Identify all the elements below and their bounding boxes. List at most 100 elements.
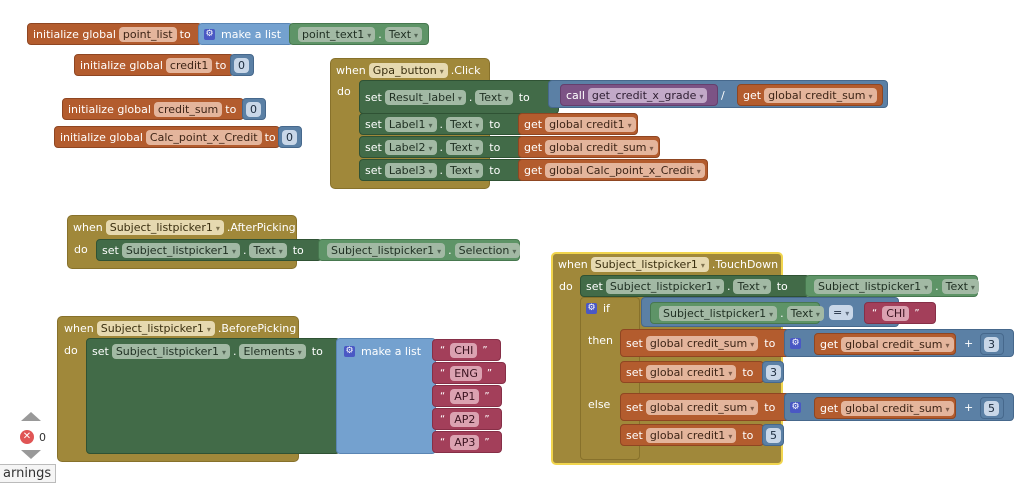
component-dropdown[interactable]: Subject_listpicker1▾ <box>814 278 933 294</box>
listpicker-text-getter[interactable]: Subject_listpicker1▾ . Text▾ <box>805 275 979 297</box>
text-item[interactable]: “AP3” <box>432 431 502 453</box>
init-global-calc-point-x-credit[interactable]: initialize global Calc_point_x_Credit to <box>54 126 280 148</box>
property-dropdown[interactable]: Text▾ <box>384 26 423 42</box>
number-block[interactable]: 5 <box>762 424 784 446</box>
var-dropdown[interactable]: global credit1▾ <box>645 364 737 380</box>
number-block[interactable]: 3 <box>762 361 784 383</box>
property-dropdown[interactable]: Text▾ <box>786 305 824 321</box>
component-dropdown[interactable]: Label1▾ <box>384 116 437 132</box>
init-global-credit-sum[interactable]: initialize global credit_sum to <box>62 98 244 120</box>
var-dropdown[interactable]: global credit1▾ <box>545 116 636 132</box>
component-dropdown[interactable]: Subject_listpicker1▾ <box>121 242 240 258</box>
number-block[interactable]: 0 <box>230 54 254 76</box>
condition-getter[interactable]: Subject_listpicker1▾ . Text▾ <box>650 302 824 324</box>
property-dropdown[interactable]: Selection▾ <box>454 242 521 258</box>
set-listpicker-text[interactable]: set Subject_listpicker1▾ . Text▾ to <box>580 275 810 297</box>
component-property-getter[interactable]: point_text1▾ . Text▾ <box>289 23 429 45</box>
init-global-credit1[interactable]: initialize global credit1 to <box>74 54 234 76</box>
component-dropdown[interactable]: Label2▾ <box>384 139 437 155</box>
property-dropdown[interactable]: Text▾ <box>475 89 513 105</box>
gear-icon[interactable]: ⚙ <box>790 337 801 349</box>
get-global-block[interactable]: get global Calc_point_x_Credit▾ <box>518 159 708 181</box>
property-dropdown[interactable]: Elements▾ <box>239 343 306 359</box>
get-global-block[interactable]: get global credit_sum▾ <box>814 397 956 419</box>
property-dropdown[interactable]: Text▾ <box>446 139 484 155</box>
previous-warning-arrow-icon[interactable] <box>21 412 41 421</box>
var-dropdown[interactable]: global Calc_point_x_Credit▾ <box>545 162 705 178</box>
set-listpicker-text[interactable]: set Subject_listpicker1▾ . Text▾ to <box>96 239 322 261</box>
var-name-field[interactable]: point_list <box>118 26 177 42</box>
text-field[interactable]: AP3 <box>450 434 480 450</box>
get-global-block[interactable]: get global credit1▾ <box>518 113 638 135</box>
number-field[interactable]: 3 <box>984 336 999 352</box>
number-block[interactable]: 5 <box>980 397 1004 419</box>
number-block[interactable]: 0 <box>242 98 266 120</box>
component-dropdown[interactable]: point_text1▾ <box>298 26 376 42</box>
var-dropdown[interactable]: global credit_sum▾ <box>645 335 759 351</box>
text-field[interactable]: CHI <box>450 342 478 358</box>
number-field[interactable]: 5 <box>766 427 781 443</box>
make-list-block[interactable]: ⚙ make a list <box>198 23 293 45</box>
set-global-credit-sum[interactable]: set global credit_sum▾ to <box>620 393 790 421</box>
init-global-point-list[interactable]: initialize global point_list to <box>27 23 202 45</box>
gear-icon[interactable]: ⚙ <box>344 345 355 357</box>
property-dropdown[interactable]: Text▾ <box>941 278 979 294</box>
var-name-field[interactable]: credit1 <box>165 57 213 73</box>
number-block[interactable]: 3 <box>980 333 1004 355</box>
number-field[interactable]: 0 <box>246 101 261 117</box>
procedure-dropdown[interactable]: get_credit_x_grade▾ <box>587 87 708 103</box>
property-dropdown[interactable]: Text▾ <box>249 242 287 258</box>
component-dropdown[interactable]: Subject_listpicker1▾ <box>105 219 224 235</box>
number-field[interactable]: 0 <box>234 57 249 73</box>
var-dropdown[interactable]: global credit_sum▾ <box>645 399 759 415</box>
set-result-label-text[interactable]: set Result_label▾ . Text▾ to <box>359 80 559 114</box>
set-global-credit1[interactable]: set global credit1▾ to <box>620 424 764 446</box>
call-procedure-block[interactable]: call get_credit_x_grade▾ <box>560 84 718 106</box>
get-global-block[interactable]: get global credit_sum▾ <box>518 136 660 158</box>
gear-icon[interactable]: ⚙ <box>790 401 801 413</box>
show-warnings-button[interactable]: arnings <box>0 464 57 483</box>
number-field[interactable]: 3 <box>766 364 781 380</box>
property-dropdown[interactable]: Text▾ <box>446 162 484 178</box>
component-dropdown[interactable]: Subject_listpicker1▾ <box>659 305 778 321</box>
number-field[interactable]: 0 <box>282 129 297 145</box>
var-dropdown[interactable]: global credit1▾ <box>645 427 737 443</box>
text-item[interactable]: “ENG” <box>432 362 506 384</box>
component-dropdown[interactable]: Subject_listpicker1▾ <box>111 343 230 359</box>
component-dropdown[interactable]: Subject_listpicker1▾ <box>590 256 709 272</box>
make-list-block[interactable] <box>336 338 436 454</box>
number-block[interactable]: 0 <box>278 126 302 148</box>
var-dropdown[interactable]: global credit_sum▾ <box>545 139 658 155</box>
text-item[interactable]: “CHI” <box>432 339 501 361</box>
component-dropdown[interactable]: Result_label▾ <box>384 89 466 105</box>
number-field[interactable]: 5 <box>984 400 999 416</box>
set-global-credit1[interactable]: set global credit1▾ to <box>620 361 764 383</box>
set-global-credit-sum[interactable]: set global credit_sum▾ to <box>620 329 790 357</box>
text-field[interactable]: ENG <box>450 365 482 381</box>
property-dropdown[interactable]: Text▾ <box>446 116 484 132</box>
set-label2-text[interactable]: set Label2▾ . Text▾ to <box>359 136 525 158</box>
component-dropdown[interactable]: Gpa_button▾ <box>368 62 448 78</box>
component-dropdown[interactable]: Subject_listpicker1▾ <box>605 278 724 294</box>
text-item[interactable]: “AP2” <box>432 408 502 430</box>
set-label1-text[interactable]: set Label1▾ . Text▾ to <box>359 113 525 135</box>
var-dropdown[interactable]: global credit_sum▾ <box>841 336 954 352</box>
text-item[interactable]: “CHI” <box>864 302 936 324</box>
set-label3-text[interactable]: set Label3▾ . Text▾ to <box>359 159 525 181</box>
var-name-field[interactable]: credit_sum <box>153 101 223 117</box>
text-field[interactable]: AP1 <box>450 388 480 404</box>
var-dropdown[interactable]: global credit_sum▾ <box>841 400 954 416</box>
next-warning-arrow-icon[interactable] <box>21 450 41 459</box>
get-global-block[interactable]: get global credit_sum▾ <box>814 333 956 355</box>
operator-dropdown[interactable]: =▾ <box>829 305 854 320</box>
text-field[interactable]: CHI <box>882 305 910 321</box>
gear-icon[interactable]: ⚙ <box>204 28 215 40</box>
listpicker-selection-getter[interactable]: Subject_listpicker1▾ . Selection▾ <box>318 239 521 261</box>
var-name-field[interactable]: Calc_point_x_Credit <box>145 129 262 145</box>
component-dropdown[interactable]: Subject_listpicker1▾ <box>327 242 446 258</box>
component-dropdown[interactable]: Subject_listpicker1▾ <box>96 320 215 336</box>
text-item[interactable]: “AP1” <box>432 385 502 407</box>
gear-icon[interactable]: ⚙ <box>586 302 597 314</box>
component-dropdown[interactable]: Label3▾ <box>384 162 437 178</box>
text-field[interactable]: AP2 <box>450 411 480 427</box>
